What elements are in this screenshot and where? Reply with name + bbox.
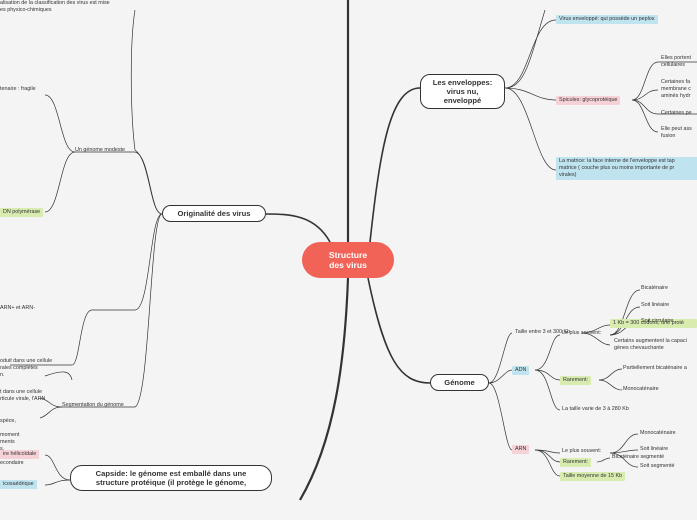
capside-node[interactable]: Capside: le génome est emballé dans une … bbox=[70, 465, 272, 491]
adn-souvent-topic[interactable]: Le plus souvent: bbox=[562, 330, 602, 336]
arn-note-5: rticule virale, l'ARN bbox=[0, 396, 46, 402]
capside-line-2: structure protéique (il protège le génom… bbox=[95, 478, 247, 487]
adn-taille-item[interactable]: La taille varie de 3 à 280 Kb bbox=[562, 406, 629, 412]
segment-note-2: moment bbox=[0, 432, 20, 438]
icosaedrique-tag[interactable]: icosaédrique bbox=[0, 480, 37, 489]
enveloppes-line-2: virus nu, enveloppé bbox=[443, 87, 482, 105]
arn-bicat-item[interactable]: Bicaténaire segmenté bbox=[612, 454, 665, 460]
classification-note-1: alisation de la classification des virus… bbox=[0, 0, 110, 6]
spicule-note-3: Certaines pe bbox=[661, 110, 692, 116]
matrice-tag[interactable]: La matrice: la face interne de l'envelop… bbox=[556, 157, 697, 180]
arn-lineaire-item[interactable]: Soit linéaire bbox=[640, 446, 669, 452]
arn-note-4: t dans une cellule bbox=[0, 389, 42, 395]
arn-mono-item[interactable]: Monocaténaire bbox=[640, 430, 676, 436]
spicule-note-1b: cellulaires bbox=[661, 62, 685, 68]
arn-plus-minus-topic[interactable]: ARN+ et ARN- bbox=[0, 305, 35, 311]
capside-line-1: Capside: le génome est emballé dans une bbox=[95, 469, 247, 478]
spicule-note-4a: Elle peut ass bbox=[661, 126, 692, 132]
originalite-node[interactable]: Originalité des virus bbox=[162, 205, 266, 222]
segmentation-topic[interactable]: Segmentation du génome bbox=[62, 402, 124, 408]
taille-topic[interactable]: Taille entre 3 et 300 Kb bbox=[515, 329, 571, 335]
segment-note-5: econdaire bbox=[0, 460, 24, 466]
arn-note-3: n. bbox=[0, 372, 5, 378]
chevauchante-note-2: gènes chevauchante bbox=[614, 345, 664, 351]
central-topic[interactable]: Structure des virus bbox=[302, 242, 394, 278]
arn-rarement-tag[interactable]: Rarement: bbox=[560, 458, 592, 467]
arn-souvent-topic[interactable]: Le plus souvent: bbox=[562, 448, 602, 454]
circulaire-item[interactable]: Soit circulaire bbox=[641, 318, 674, 324]
arn-taille-tag[interactable]: Taille moyenne de 15 Kb bbox=[560, 472, 626, 481]
spicule-note-4b: fusion bbox=[661, 133, 676, 139]
adn-tag[interactable]: ADN bbox=[512, 366, 530, 375]
spicule-note-2b: membrane c bbox=[661, 86, 691, 92]
matrice-line-1: La matrice: la face interne de l'envelop… bbox=[559, 158, 675, 164]
arn-note-2: rales complètes bbox=[0, 365, 38, 371]
segment-note-3: ments bbox=[0, 439, 15, 445]
monocatenaire-item[interactable]: Monocaténaire bbox=[623, 386, 659, 392]
kb-codons-tag[interactable]: 1 Kb = 300 codons, une proté bbox=[610, 319, 697, 328]
fragile-note: tenaire : fragile bbox=[0, 86, 36, 92]
adn-rarement-tag[interactable]: Rarement: bbox=[560, 376, 592, 385]
genome-node[interactable]: Génome bbox=[430, 374, 489, 391]
helicoidale-tag[interactable]: ire hélicoïdale bbox=[0, 450, 40, 459]
arn-note-1: oduit dans une cellule bbox=[0, 358, 53, 364]
bicatenaire-item[interactable]: Bicaténaire bbox=[641, 285, 668, 291]
genome-label: Génome bbox=[444, 378, 475, 387]
spicule-note-2c: aminés hydr bbox=[661, 93, 691, 99]
matrice-line-3: virales) bbox=[559, 172, 577, 178]
originalite-label: Originalité des virus bbox=[177, 209, 251, 218]
arn-segmente-item[interactable]: Soit segmenté bbox=[640, 463, 675, 469]
arn-tag[interactable]: ARN bbox=[512, 445, 530, 454]
center-line-1: Structure bbox=[328, 250, 368, 260]
spicule-note-2a: Certaines fa bbox=[661, 79, 691, 85]
spicule-note-1a: Elles portent bbox=[661, 55, 691, 61]
enveloppes-line-1: Les enveloppes: bbox=[432, 78, 493, 87]
segment-note-4: s. bbox=[0, 446, 5, 452]
virus-enveloppe-tag[interactable]: Virus enveloppé: qui possède un peplos bbox=[556, 15, 658, 24]
lineaire-item[interactable]: Soit linéaire bbox=[641, 302, 670, 308]
matrice-line-2: matrice ( couche plus ou moins important… bbox=[559, 165, 675, 171]
enveloppes-node[interactable]: Les enveloppes: virus nu, enveloppé bbox=[420, 74, 505, 109]
segment-note-1: spèce, bbox=[0, 418, 16, 424]
adn-polymerase-tag[interactable]: DN polymérase bbox=[0, 208, 44, 217]
chevauchante-note-1: Certains augmentent la capaci bbox=[614, 338, 687, 344]
classification-note-2: es physico-chimiques bbox=[0, 7, 52, 13]
center-line-2: des virus bbox=[329, 260, 367, 270]
genome-modeste-topic[interactable]: Un génome modeste bbox=[75, 147, 126, 153]
spicules-tag[interactable]: Spicules: glycoprotéique bbox=[556, 96, 621, 105]
partiellement-item[interactable]: Partiellement bicaténaire a bbox=[623, 365, 687, 371]
